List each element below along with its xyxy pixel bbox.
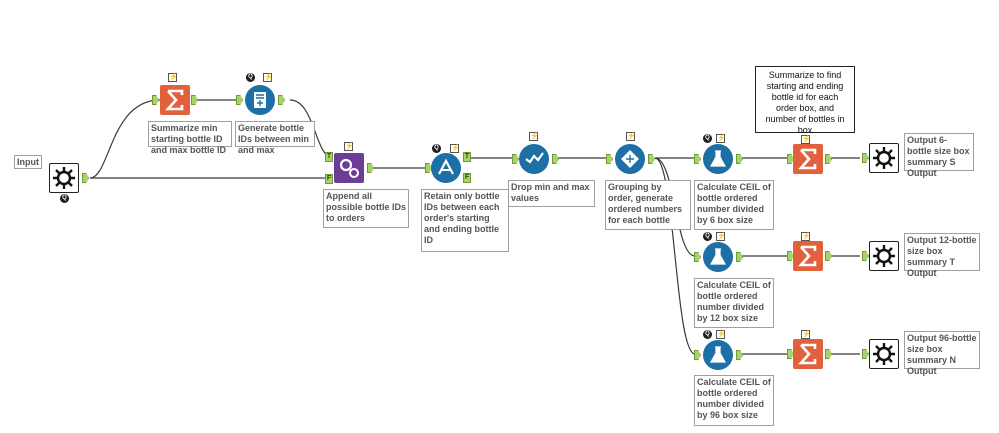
summarize-6-tool[interactable]: ⚡ bbox=[785, 135, 835, 180]
output-96-macro-tool[interactable] bbox=[862, 336, 902, 372]
input-anchor[interactable] bbox=[694, 350, 701, 360]
tile-annotation: Grouping by order, generate ordered numb… bbox=[605, 180, 691, 230]
input-anchor[interactable] bbox=[694, 252, 701, 262]
input-anchor[interactable] bbox=[694, 154, 701, 164]
calc6-annotation: Calculate CEIL of bottle ordered number … bbox=[694, 180, 774, 230]
summarize-min-annotation: Summarize min starting bottle ID and max… bbox=[148, 121, 232, 155]
q-badge-icon: Q bbox=[703, 330, 712, 339]
input-label: Input bbox=[14, 155, 42, 169]
lightning-bolt-icon: ⚡ bbox=[529, 132, 539, 141]
formula-flask-icon[interactable] bbox=[703, 340, 733, 370]
lightning-bolt-icon: ⚡ bbox=[168, 73, 178, 82]
input-macro-tool[interactable]: Q bbox=[49, 163, 99, 203]
filter-tool[interactable]: Q ⚡ T F bbox=[425, 142, 485, 187]
gear-arrows-icon[interactable] bbox=[869, 143, 899, 173]
gear-arrows-icon[interactable] bbox=[869, 241, 899, 271]
filter-icon[interactable] bbox=[431, 153, 461, 183]
lightning-bolt-icon: ⚡ bbox=[626, 132, 636, 141]
sigma-icon[interactable] bbox=[793, 339, 823, 369]
formula-6-tool[interactable]: Q ⚡ bbox=[694, 132, 749, 177]
generate-rows-tool[interactable]: Q ⚡ bbox=[236, 73, 296, 118]
formula-96-tool[interactable]: Q ⚡ bbox=[694, 328, 749, 373]
summarize-min-max-tool[interactable]: ⚡ bbox=[150, 73, 210, 118]
lightning-bolt-icon: ⚡ bbox=[450, 144, 460, 153]
append-gears-icon[interactable] bbox=[334, 153, 364, 183]
input-anchor[interactable] bbox=[862, 153, 869, 163]
q-badge-icon: Q bbox=[703, 134, 712, 143]
gear-arrows-icon[interactable] bbox=[49, 163, 79, 193]
append-fields-tool[interactable]: ⚡ T F bbox=[325, 142, 385, 187]
lightning-bolt-icon: ⚡ bbox=[801, 232, 811, 241]
tile-diamond-icon[interactable] bbox=[615, 144, 645, 174]
input-anchor[interactable] bbox=[606, 154, 613, 164]
target-input-anchor[interactable]: T bbox=[325, 152, 333, 162]
output-anchor[interactable] bbox=[825, 251, 832, 261]
formula-12-tool[interactable]: Q ⚡ bbox=[694, 230, 749, 275]
filter-annotation: Retain only bottle IDs between each orde… bbox=[421, 189, 509, 252]
generate-rows-icon[interactable] bbox=[245, 85, 275, 115]
output-anchor[interactable] bbox=[191, 95, 198, 105]
false-output-anchor[interactable]: F bbox=[463, 173, 471, 183]
input-anchor[interactable] bbox=[862, 251, 869, 261]
lightning-bolt-icon: ⚡ bbox=[344, 142, 354, 151]
q-badge-icon: Q bbox=[432, 144, 441, 153]
summarize-96-tool[interactable]: ⚡ bbox=[785, 330, 835, 375]
output-12-macro-tool[interactable] bbox=[862, 238, 902, 274]
output-anchor[interactable] bbox=[825, 154, 832, 164]
output-anchor[interactable] bbox=[736, 154, 743, 164]
output-anchor[interactable] bbox=[736, 252, 743, 262]
formula-flask-icon[interactable] bbox=[703, 242, 733, 272]
source-input-anchor[interactable]: F bbox=[325, 174, 333, 184]
q-badge-icon: Q bbox=[703, 232, 712, 241]
comment-box: Summarize to find starting and ending bo… bbox=[755, 66, 855, 135]
lightning-bolt-icon: ⚡ bbox=[716, 134, 726, 143]
calc96-annotation: Calculate CEIL of bottle ordered number … bbox=[694, 375, 774, 426]
select-tool[interactable]: ⚡ bbox=[512, 132, 562, 177]
output-anchor[interactable] bbox=[278, 95, 285, 105]
tile-tool[interactable]: ⚡ bbox=[606, 132, 661, 177]
output-6-macro-tool[interactable] bbox=[862, 140, 902, 176]
out96-annotation: Output 96-bottle size box summary N Outp… bbox=[904, 331, 980, 376]
sigma-icon[interactable] bbox=[793, 144, 823, 174]
select-checkmark-icon[interactable] bbox=[519, 144, 549, 174]
output-anchor[interactable] bbox=[82, 173, 89, 183]
out12-annotation: Output 12-bottle size box summary T Outp… bbox=[904, 233, 980, 278]
q-badge-icon: Q bbox=[246, 73, 255, 82]
output-anchor[interactable] bbox=[825, 349, 832, 359]
output-anchor[interactable] bbox=[552, 154, 559, 164]
generate-annotation: Generate bottle IDs between min and max bbox=[235, 121, 315, 155]
lightning-bolt-icon: ⚡ bbox=[716, 232, 726, 241]
drop-annotation: Drop min and max values bbox=[508, 180, 595, 207]
input-anchor[interactable] bbox=[152, 95, 159, 105]
calc12-annotation: Calculate CEIL of bottle ordered number … bbox=[694, 278, 774, 328]
input-anchor[interactable] bbox=[862, 349, 869, 359]
output-anchor[interactable] bbox=[736, 350, 743, 360]
true-output-anchor[interactable]: T bbox=[463, 152, 471, 162]
gear-arrows-icon[interactable] bbox=[869, 339, 899, 369]
append-annotation: Append all possible bottle IDs to orders bbox=[323, 189, 409, 228]
sigma-icon[interactable] bbox=[793, 241, 823, 271]
lightning-bolt-icon: ⚡ bbox=[263, 73, 273, 82]
out6-annotation: Output 6-bottle size box summary S Outpu… bbox=[904, 133, 974, 178]
summarize-12-tool[interactable]: ⚡ bbox=[785, 232, 835, 277]
lightning-bolt-icon: ⚡ bbox=[801, 135, 811, 144]
lightning-bolt-icon: ⚡ bbox=[716, 330, 726, 339]
output-anchor[interactable] bbox=[367, 163, 374, 173]
input-anchor[interactable] bbox=[236, 95, 243, 105]
q-badge-icon: Q bbox=[60, 194, 69, 203]
lightning-bolt-icon: ⚡ bbox=[801, 330, 811, 339]
formula-flask-icon[interactable] bbox=[703, 144, 733, 174]
input-anchor[interactable] bbox=[512, 154, 519, 164]
sigma-icon[interactable] bbox=[160, 85, 190, 115]
output-anchor[interactable] bbox=[648, 154, 655, 164]
